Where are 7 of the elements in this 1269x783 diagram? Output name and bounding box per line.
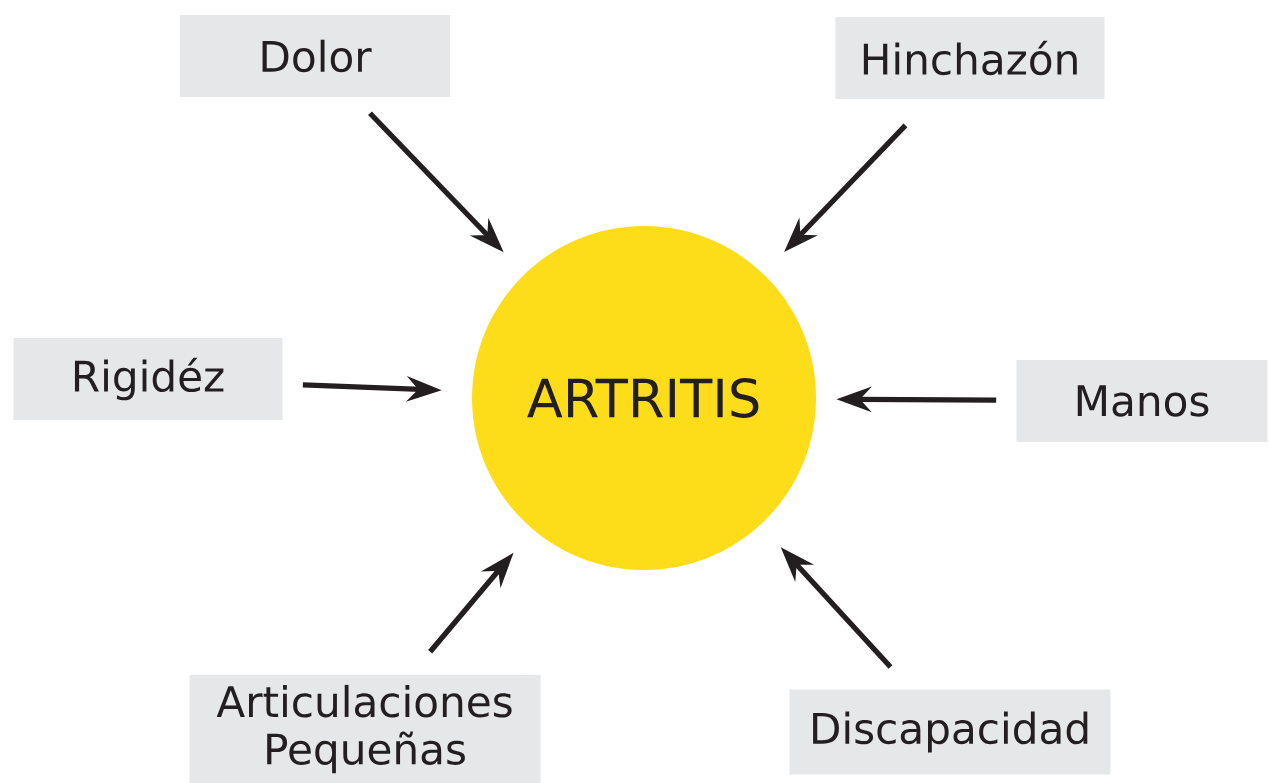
label-box: Discapacidad xyxy=(789,689,1111,775)
label-box: Hinchazón xyxy=(835,17,1105,99)
label-box: Manos xyxy=(1016,360,1268,442)
label-box: Rigidéz xyxy=(13,338,283,420)
label-box: Dolor xyxy=(180,15,450,97)
label-box: Articulaciones Pequeñas xyxy=(189,675,541,783)
circle-node: ARTRITIS xyxy=(472,226,816,570)
